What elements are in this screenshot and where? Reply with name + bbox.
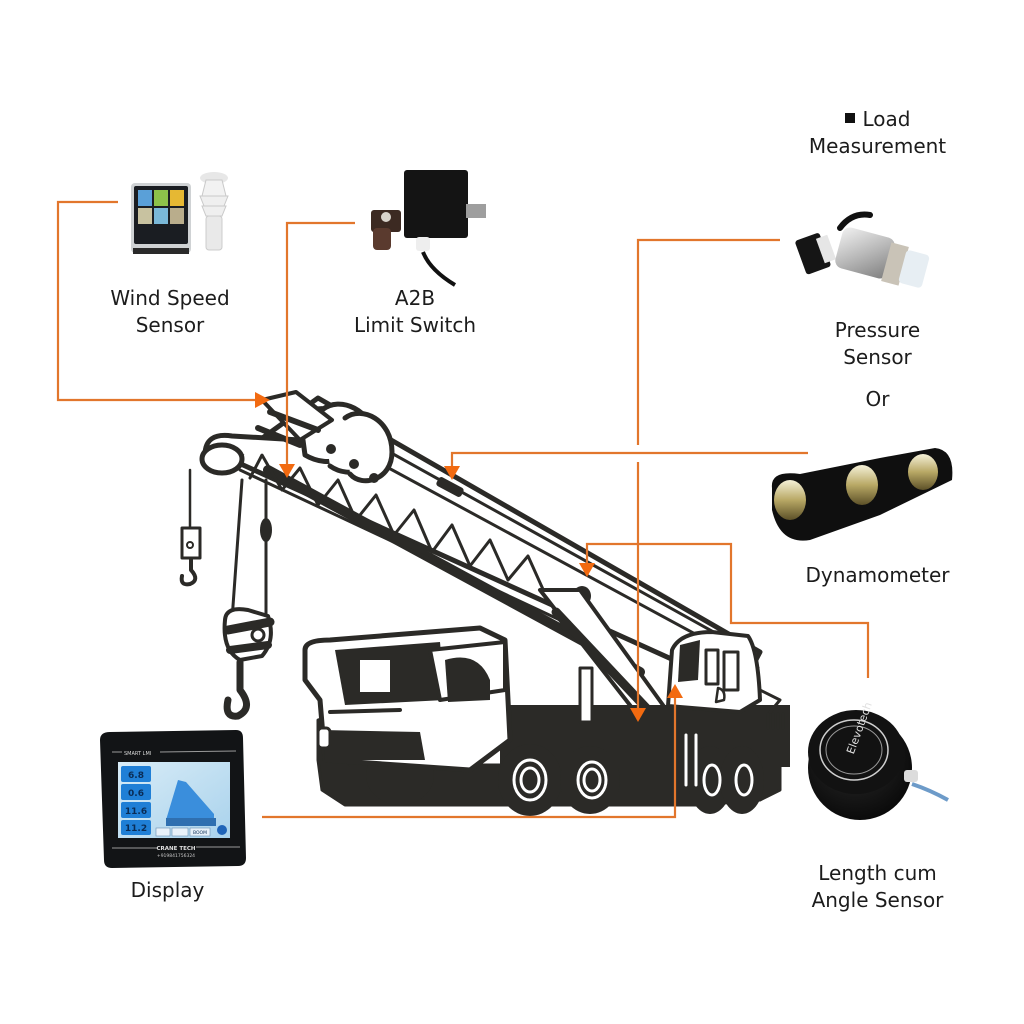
label-a2b-limit-switch: A2B Limit Switch <box>330 285 500 339</box>
lmi-display-icon: SMART LMI 6.8 0.6 11.6 11.2 BOOM CRANE T… <box>100 730 246 868</box>
display-bezel-bottom-text: CRANE TECH <box>157 846 196 852</box>
connector-display <box>262 696 677 819</box>
display-readout: 11.2 <box>125 824 147 834</box>
label-line: Angle Sensor <box>811 888 944 912</box>
arrow-down-icon <box>630 708 646 722</box>
label-wind-speed-sensor: Wind Speed Sensor <box>90 285 250 339</box>
label-line: Sensor <box>135 313 205 337</box>
pressure-transducer-icon <box>795 211 930 288</box>
label-line: Limit Switch <box>353 313 477 337</box>
heading-line1: Load <box>862 107 911 131</box>
connector-a2b <box>285 221 355 468</box>
heading-line2: Measurement <box>808 134 947 158</box>
label-or-separator: Or <box>865 387 890 411</box>
connector-arrows <box>255 392 683 722</box>
label-line: Sensor <box>843 345 912 369</box>
connector-lines <box>56 200 870 819</box>
arrow-down-icon <box>444 466 460 480</box>
label-dynamometer: Dynamometer <box>805 563 950 587</box>
cable-reel-sensor-icon: Elevotech <box>808 700 949 820</box>
black-square-icon <box>844 113 855 123</box>
label-line: Pressure <box>834 318 921 342</box>
label-line: Wind Speed <box>110 286 230 310</box>
display-readout: 0.6 <box>128 789 144 799</box>
display-phone-text: +919841756324 <box>157 853 195 859</box>
display-bezel-top-text: SMART LMI <box>124 751 151 757</box>
mobile-truck-crane-icon <box>179 390 790 816</box>
arrow-down-icon <box>279 464 295 478</box>
display-readout: 11.6 <box>125 807 147 817</box>
connector-length-angle <box>585 542 870 678</box>
label-length-angle-sensor: Length cum Angle Sensor <box>790 860 965 914</box>
connector-wind-speed <box>56 200 258 402</box>
arrow-down-icon <box>579 563 595 577</box>
limit-switch-icon <box>371 170 486 287</box>
label-line: Length cum <box>818 861 937 885</box>
arrow-right-icon <box>255 392 270 408</box>
dynamometer-icon <box>771 448 953 541</box>
label-display: Display <box>130 878 205 902</box>
section-heading-load-measurement: Load Measurement <box>790 106 965 160</box>
label-pressure-sensor: Pressure Sensor <box>800 317 955 371</box>
connector-pressure <box>636 238 780 445</box>
display-boom-button: BOOM <box>193 830 207 836</box>
arrow-up-icon <box>667 684 683 698</box>
display-readout: 6.8 <box>128 771 144 781</box>
weather-station-icon <box>131 172 229 254</box>
connector-dynamometer <box>450 451 808 470</box>
label-line: A2B <box>394 286 436 310</box>
